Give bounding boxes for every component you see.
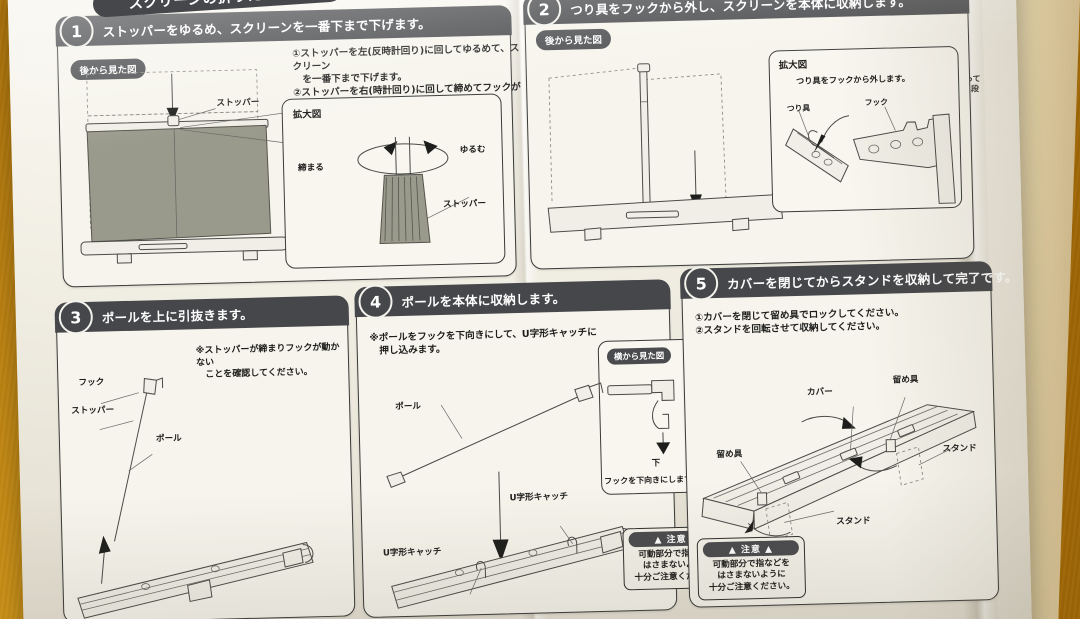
panel-1-number: 1 xyxy=(59,13,94,49)
panel-5-label-stand-1: スタンド xyxy=(942,443,977,455)
panel-2-view-pill: 後から見た図 xyxy=(535,28,612,51)
panel-5: 5 カバーを閉じてからスタンドを収納して完了です。 ①カバーを閉じて留め具でロッ… xyxy=(679,261,1018,608)
panel-2-detail-box: 拡大図 つり具をフックから外します。 xyxy=(768,45,963,213)
panel-1-label-tighten: 締まる xyxy=(297,162,325,174)
panel-4-side-view-diagram xyxy=(607,379,675,455)
panel-5-caution-heading-text: 注意 xyxy=(740,544,762,556)
panel-3-header: 3 ポールを上に引抜きます。 xyxy=(54,295,350,335)
panel-5-label-cover: カバー xyxy=(806,387,833,398)
panel-5-instructions: ①カバーを閉じて留め具でロックしてください。 ②スタンドを回転させて収納してくだ… xyxy=(694,307,905,337)
panel-4-number: 4 xyxy=(358,284,393,320)
panel-5-label-latch-2: 留め具 xyxy=(716,449,743,461)
panel-3-label-pole: ポール xyxy=(155,433,182,445)
panel-2-title: つり具をフックから外し、スクリーンを本体に収納します。 xyxy=(569,0,912,18)
panel-2-label-hanger: つり具 xyxy=(786,103,811,114)
panel-5-caution-heading: ▲ 注意 ▲ xyxy=(702,540,800,558)
panel-3-body: ※ストッパーが締まりフックが動かない ことを確認してください。 xyxy=(57,327,354,619)
panel-4-label-pole: ポール xyxy=(395,401,422,413)
panel-1-detail-title: 拡大図 xyxy=(292,108,322,121)
panel-1-body: 後から見た図 ①ストッパーを左(反時計回り)に回してゆるめて、スクリーン を一番… xyxy=(58,37,521,286)
panel-2-number: 2 xyxy=(526,0,562,27)
panel-4-body: ※ポールをフックを下向きにして、U字形キャッチに 押し込みます。 横から見た図 … xyxy=(357,311,732,617)
panel-3-number: 3 xyxy=(58,299,94,335)
panel-3-label-hook: フック xyxy=(78,377,105,389)
panel-5-caution-box: ▲ 注意 ▲ 可動部分で指などを はさまないように 十分ご注意ください。 xyxy=(696,535,807,601)
warning-triangle-icon-right: ▲ xyxy=(764,544,774,555)
panel-1-title: ストッパーをゆるめ、スクリーンを一番下まで下げます。 xyxy=(102,15,432,39)
panel-5-number: 5 xyxy=(683,265,719,301)
warning-triangle-icon-left: ▲ xyxy=(654,535,663,546)
panel-3-diagram xyxy=(77,377,314,619)
warning-triangle-icon-left: ▲ xyxy=(728,545,737,556)
panel-2: 2 つり具をフックから外し、スクリーンを本体に収納します。 後から見た図 xyxy=(522,0,975,270)
instruction-manual-sheet: スクリーンの折りたたみ方 って 1段 1 ストッパーをゆるめ、スクリーンを一番下… xyxy=(7,0,1033,619)
panel-4-note: ※ポールをフックを下向きにして、U字形キャッチに 押し込みます。 xyxy=(369,327,597,357)
panel-1: 1 ストッパーをゆるめ、スクリーンを一番下まで下げます。 後から見た図 ①ストッ… xyxy=(55,5,521,288)
panel-4-diagram xyxy=(386,382,634,609)
panel-3-label-stopper: ストッパー xyxy=(71,405,115,417)
panel-1-detail-label-stopper: ストッパー xyxy=(442,198,487,210)
panel-5-diagram xyxy=(701,397,977,542)
panel-4: 4 ポールを本体に収納します。 ※ポールをフックを下向きにして、U字形キャッチに… xyxy=(354,279,732,619)
panel-5-body: ①カバーを閉じて留め具でロックしてください。 ②スタンドを回転させて収納してくだ… xyxy=(683,293,999,607)
panel-1-detail-diagram xyxy=(357,136,470,245)
panel-4-label-u-catch-1: U字形キャッチ xyxy=(509,491,569,504)
panel-3-title: ポールを上に引抜きます。 xyxy=(101,306,254,326)
panel-2-body: 後から見た図 xyxy=(526,16,974,269)
panel-4-caution-heading-text: 注意 xyxy=(666,534,687,546)
panel-5-caution-text: 可動部分で指などを はさまないように 十分ご注意ください。 xyxy=(708,558,795,593)
panel-4-label-u-catch-2: U字形キャッチ xyxy=(382,547,442,559)
panel-1-detail-box: 拡大図 xyxy=(281,93,506,269)
panel-5-label-stand-2: スタンド xyxy=(836,516,871,528)
panel-5-title: カバーを閉じてからスタンドを収納して完了です。 xyxy=(726,268,1018,292)
panel-2-detail-caption: つり具をフックから外します。 xyxy=(795,73,910,86)
panel-2-label-hook: フック xyxy=(864,97,889,108)
panel-4-side-view-box: 横から見た図 下 フックを下向きにします。 xyxy=(597,338,710,495)
panel-4-title: ポールを本体に収納します。 xyxy=(401,290,566,310)
panel-2-detail-title: 拡大図 xyxy=(778,59,808,72)
panel-1-diagram xyxy=(80,69,288,264)
panel-2-diagram xyxy=(547,63,784,241)
panel-3: 3 ポールを上に引抜きます。 ※ストッパーが締まりフックが動かない ことを確認し… xyxy=(54,295,356,619)
panel-5-label-latch-1: 留め具 xyxy=(892,374,919,386)
panel-2-detail-diagram xyxy=(785,106,956,204)
panel-1-label-loosen: ゆるむ xyxy=(459,144,486,156)
panel-4-view-pill: 横から見た図 xyxy=(606,347,672,365)
panel-1-label-stopper: ストッパー xyxy=(216,97,260,109)
